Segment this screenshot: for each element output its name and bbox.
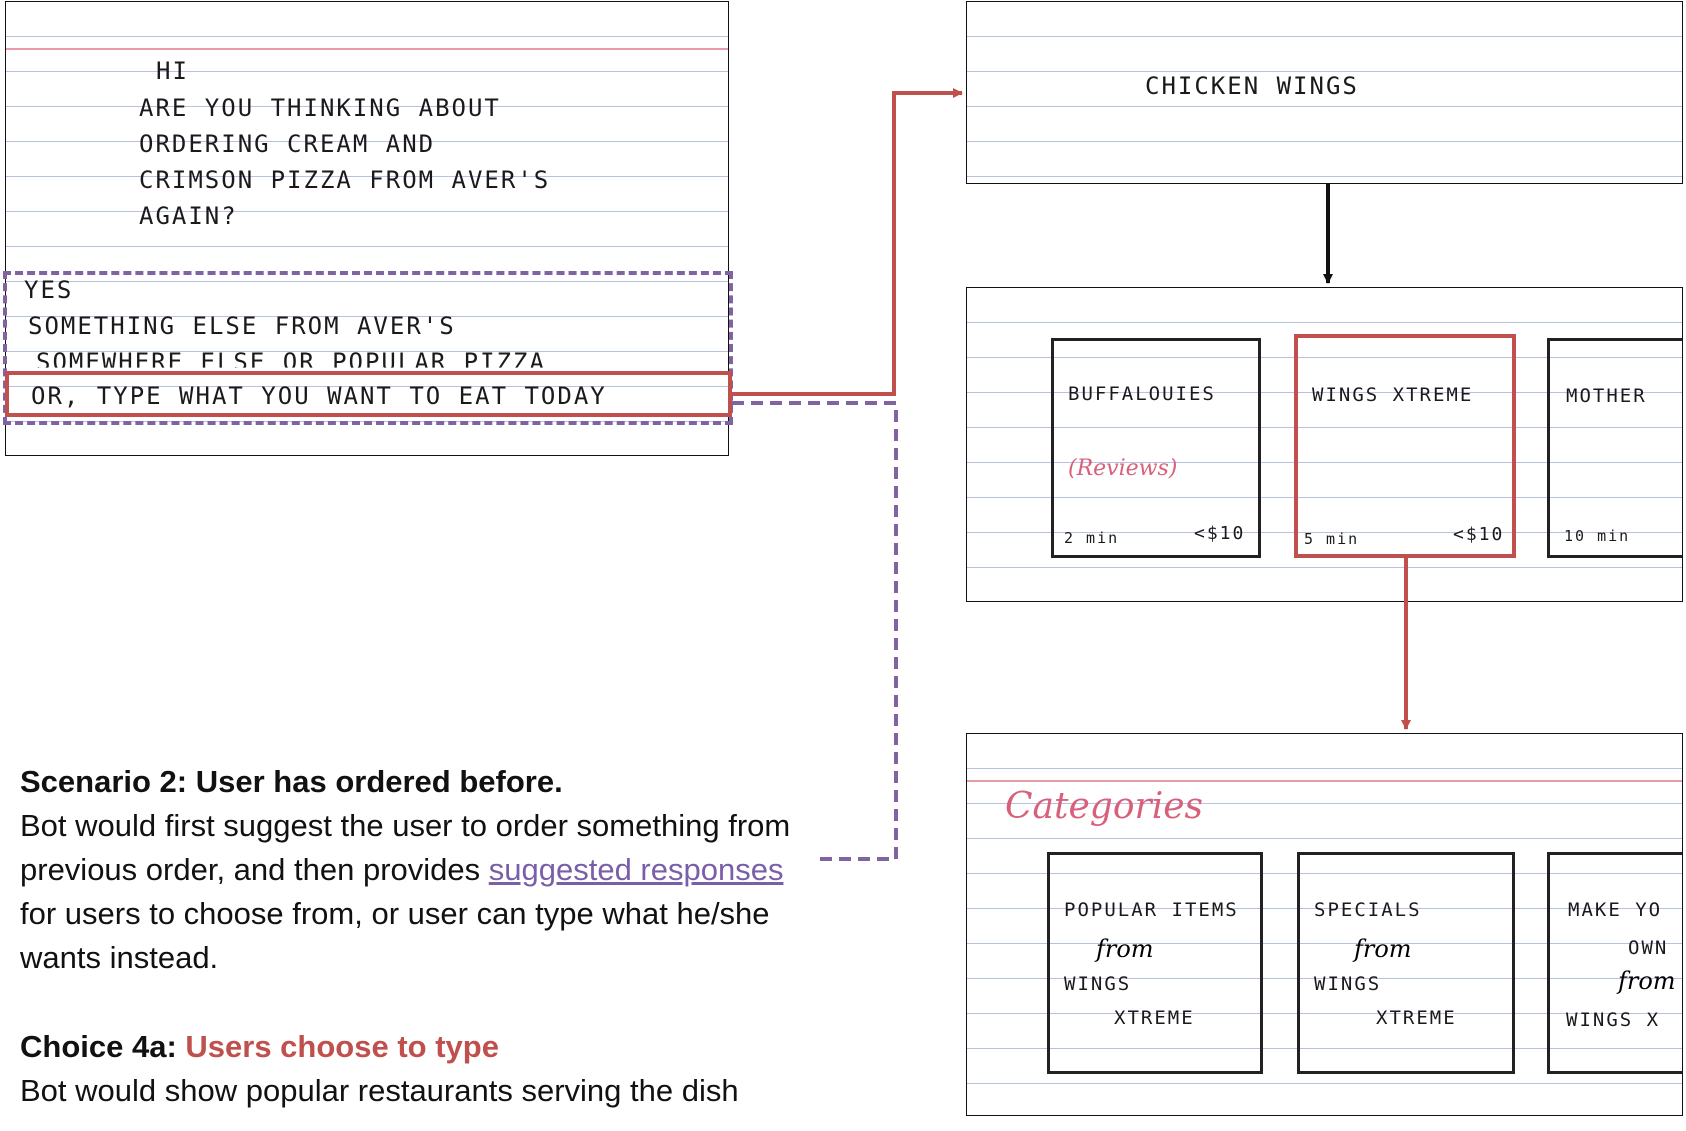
category-tile[interactable]: POPULAR ITEMS from WINGS XTREME xyxy=(1047,852,1263,1074)
choice-value: Users choose to type xyxy=(185,1029,499,1064)
bot-line: CRIMSON PIZZA FROM AVER'S xyxy=(139,166,551,194)
card-header-rule xyxy=(967,780,1682,782)
delivery-time: 2 min xyxy=(1064,529,1120,547)
bot-line: HI xyxy=(156,57,189,85)
suggested-response-yes[interactable]: YES xyxy=(24,276,74,304)
bot-line: ARE YOU THINKING ABOUT xyxy=(139,94,501,122)
bot-line: AGAIN? xyxy=(139,202,238,230)
bot-line: ORDERING CREAM AND xyxy=(139,130,436,158)
restaurants-card: BUFFALOUIES (Reviews) 2 min <$10 WINGS X… xyxy=(966,287,1683,602)
category-line: SPECIALS xyxy=(1314,899,1422,921)
category-line: WINGS xyxy=(1314,973,1382,995)
dashed-link-to-caption xyxy=(732,401,898,861)
category-line: from xyxy=(1354,935,1412,963)
scenario-caption: Scenario 2: User has ordered before. Bot… xyxy=(20,760,810,980)
category-line: from xyxy=(1618,967,1676,995)
suggested-responses-link[interactable]: suggested responses xyxy=(488,852,784,887)
scenario-body-part2: for users to choose from, or user can ty… xyxy=(20,896,770,975)
choice-body: Bot would show popular restaurants servi… xyxy=(20,1073,739,1108)
restaurant-name: BUFFALOUIES xyxy=(1068,383,1216,405)
chat-card: HI ARE YOU THINKING ABOUT ORDERING CREAM… xyxy=(5,1,729,456)
price-range: <$10 xyxy=(1194,523,1246,544)
category-line: from xyxy=(1096,935,1154,963)
type-option-highlight xyxy=(5,371,732,417)
category-line: WINGS xyxy=(1064,973,1132,995)
restaurant-name: MOTHER xyxy=(1566,385,1647,407)
category-line: POPULAR ITEMS xyxy=(1064,899,1239,921)
suggested-responses-highlight xyxy=(3,271,733,425)
choice-label: Choice 4a: xyxy=(20,1029,186,1064)
delivery-time: 10 min xyxy=(1564,527,1631,545)
category-tile[interactable]: MAKE YO OWN from WINGS X xyxy=(1547,852,1682,1074)
scenario-body-part1: Bot would first suggest the user to orde… xyxy=(20,808,791,887)
category-line: OWN xyxy=(1628,937,1669,959)
type-option-text[interactable]: OR, TYPE WHAT YOU WANT TO EAT TODAY xyxy=(31,382,607,410)
search-text: CHICKEN WINGS xyxy=(1145,72,1359,100)
delivery-time: 5 min xyxy=(1304,530,1360,548)
scenario-title: Scenario 2: User has ordered before. xyxy=(20,764,563,799)
search-card: CHICKEN WINGS xyxy=(966,1,1683,184)
suggested-response-something-else[interactable]: SOMETHING ELSE FROM AVER'S xyxy=(28,312,456,340)
category-tile[interactable]: SPECIALS from WINGS XTREME xyxy=(1297,852,1515,1074)
category-line: XTREME xyxy=(1376,1007,1457,1029)
category-line: XTREME xyxy=(1114,1007,1195,1029)
restaurant-name: WINGS XTREME xyxy=(1312,384,1474,406)
reviews-note: (Reviews) xyxy=(1068,456,1178,481)
suggested-response-somewhere-else[interactable]: SOMEWHERE ELSE OR POPULAR PIZZA xyxy=(36,348,546,376)
category-line: WINGS X xyxy=(1566,1009,1661,1031)
categories-heading: Categories xyxy=(1005,786,1203,827)
price-range: <$10 xyxy=(1453,524,1505,545)
restaurant-tile[interactable]: BUFFALOUIES (Reviews) 2 min <$10 xyxy=(1051,338,1261,558)
restaurant-tile[interactable]: MOTHER 10 min xyxy=(1547,338,1682,558)
categories-card: Categories POPULAR ITEMS from WINGS XTRE… xyxy=(966,733,1683,1116)
card-header-rule xyxy=(6,48,728,50)
category-line: MAKE YO xyxy=(1568,899,1663,921)
arrow-to-search-card xyxy=(732,88,963,396)
restaurant-tile-selected[interactable]: WINGS XTREME 5 min <$10 xyxy=(1294,334,1516,558)
choice-caption: Choice 4a: Users choose to type Bot woul… xyxy=(20,1025,840,1113)
